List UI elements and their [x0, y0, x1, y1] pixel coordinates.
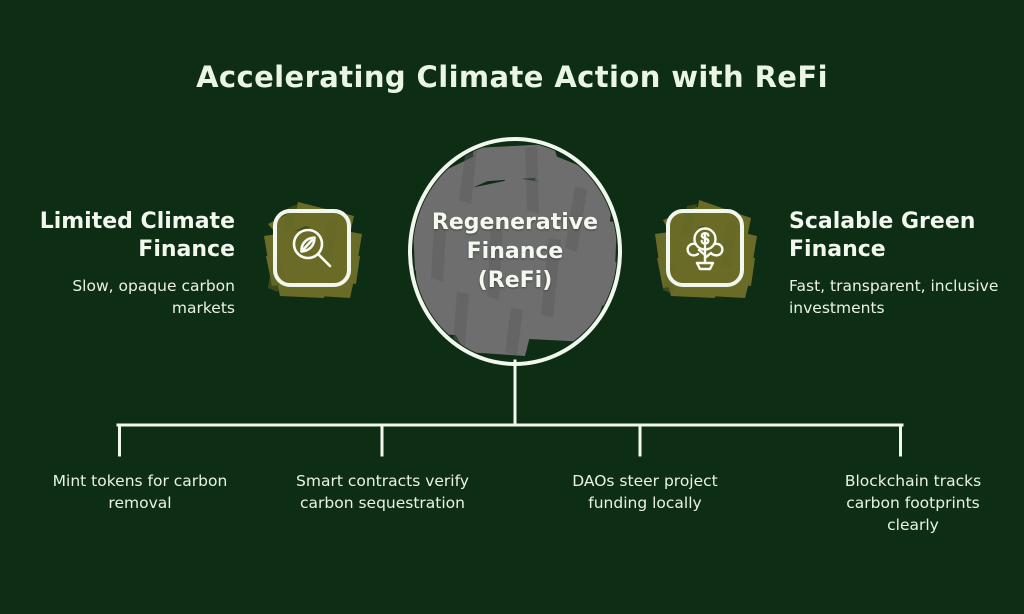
bottom-item: Blockchain tracks carbon footprints clea…: [844, 472, 982, 534]
center-label-line3: (ReFi): [477, 268, 553, 294]
center-label: Regenerative Finance (ReFi): [408, 137, 622, 366]
center-node: Regenerative Finance (ReFi): [408, 137, 622, 366]
left-heading: Limited Climate Finance: [39, 209, 235, 263]
bottom-item: Smart contracts verify carbon sequestrat…: [296, 472, 469, 512]
left-icon-tile[interactable]: [273, 209, 351, 287]
center-label-line1: Regenerative: [431, 209, 599, 235]
bottom-item: Mint tokens for carbon removal: [52, 472, 228, 512]
center-label-line2: Finance: [466, 238, 564, 264]
right-body: Fast, transparent, inclusive investments: [789, 277, 999, 317]
right-branch-text: Scalable Green Finance Fast, transparent…: [789, 208, 1014, 319]
left-icon-node: [258, 194, 366, 302]
leaf-magnifier-icon: [292, 228, 332, 268]
right-icon-tile[interactable]: [666, 209, 744, 287]
bottom-item: DAOs steer project funding locally: [572, 472, 718, 512]
right-icon-node: [651, 194, 759, 302]
page-title: Accelerating Climate Action with ReFi: [196, 60, 828, 94]
left-branch-text: Limited Climate Finance Slow, opaque car…: [10, 208, 235, 319]
left-body: Slow, opaque carbon markets: [72, 277, 235, 317]
connector-bracket: [0, 355, 1024, 465]
money-plant-icon: [686, 227, 724, 271]
right-heading: Scalable Green Finance: [789, 209, 976, 263]
